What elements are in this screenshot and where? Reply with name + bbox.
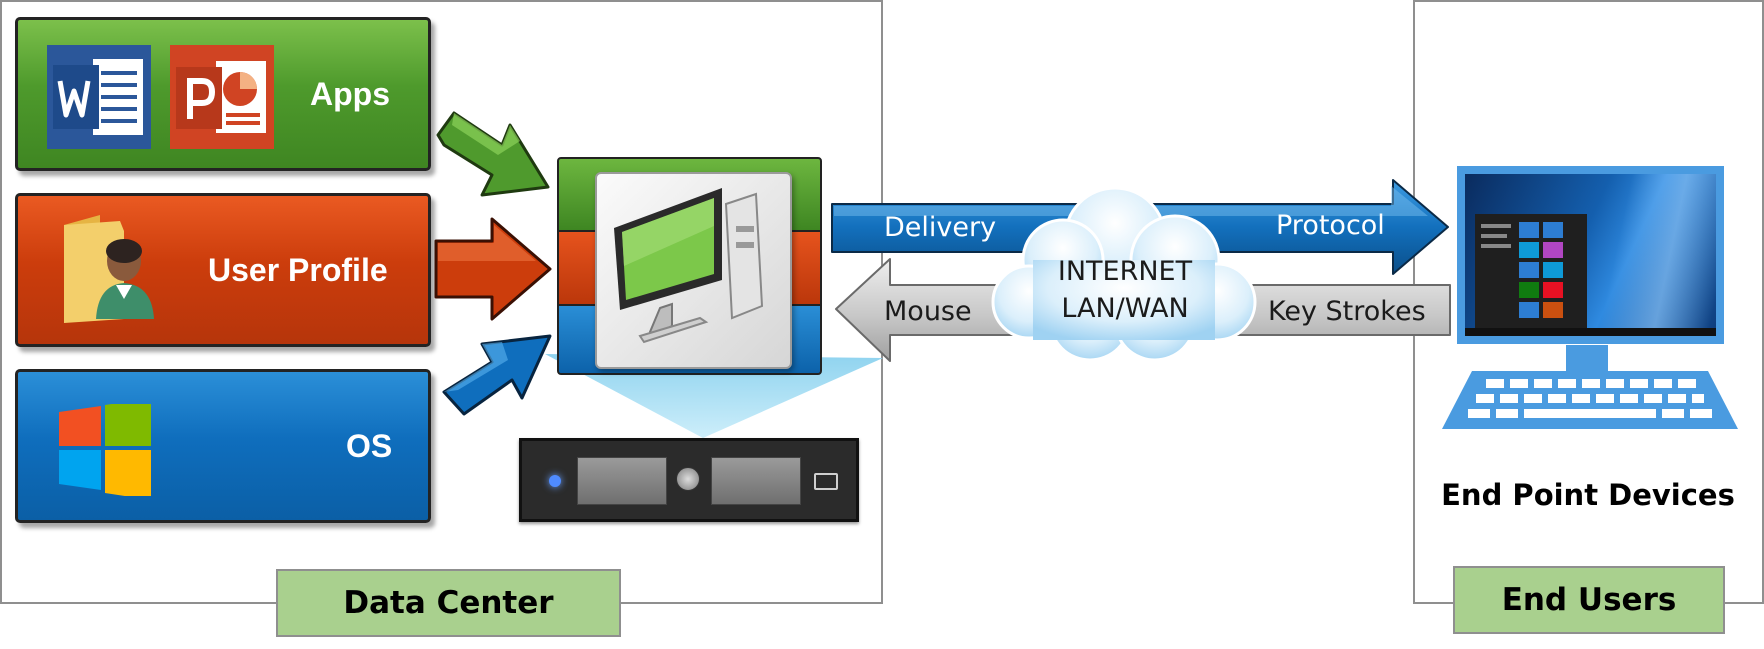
end-users-label: End Users (1453, 566, 1725, 634)
start-list (1481, 224, 1511, 228)
server-power-button (676, 467, 700, 491)
computer-icon (614, 188, 764, 344)
start-tile (1519, 262, 1539, 278)
data-center-label: Data Center (276, 569, 621, 637)
os-label: OS (346, 428, 393, 464)
start-tile (1543, 222, 1563, 238)
user-profile-label: User Profile (208, 252, 388, 288)
server-led-icon (549, 475, 561, 487)
start-tile (1519, 222, 1539, 238)
user-profile-arrow (434, 217, 552, 321)
start-list (1481, 234, 1507, 238)
start-tile (1519, 302, 1539, 318)
projection-beam (545, 354, 883, 438)
user-folder-icon (64, 215, 154, 323)
start-tile (1519, 282, 1539, 298)
apps-arrow (436, 111, 550, 197)
network-line1: INTERNET (1057, 256, 1193, 287)
delivery-label: Delivery (884, 212, 997, 243)
start-tile (1543, 282, 1563, 298)
monitor-stand (1566, 345, 1608, 371)
server-drive-bay (577, 457, 667, 505)
apps-label: Apps (310, 76, 390, 112)
start-tile (1519, 242, 1539, 258)
network-line2: LAN/WAN (1061, 293, 1189, 324)
desktop-screen (1465, 174, 1716, 336)
start-menu (1475, 214, 1587, 330)
server-icon (519, 438, 859, 522)
monitor-icon (1457, 166, 1724, 344)
endpoint-caption: End Point Devices (1441, 478, 1735, 512)
start-tile (1543, 262, 1563, 278)
server-slot-icon (814, 473, 838, 490)
taskbar (1465, 328, 1716, 336)
os-arrow (442, 334, 552, 416)
start-list (1481, 244, 1511, 248)
powerpoint-icon (170, 45, 274, 149)
protocol-label: Protocol (1276, 210, 1385, 241)
mouse-label: Mouse (884, 296, 972, 327)
keyboard-icon (1442, 371, 1738, 429)
screen-light-beam (1597, 174, 1716, 336)
start-tile (1543, 242, 1563, 258)
start-tile (1543, 302, 1563, 318)
server-drive-bay (711, 457, 801, 505)
cloud-icon (991, 186, 1257, 362)
key-strokes-label: Key Strokes (1268, 296, 1426, 327)
windows-logo-icon (59, 404, 151, 496)
word-icon (47, 45, 151, 149)
